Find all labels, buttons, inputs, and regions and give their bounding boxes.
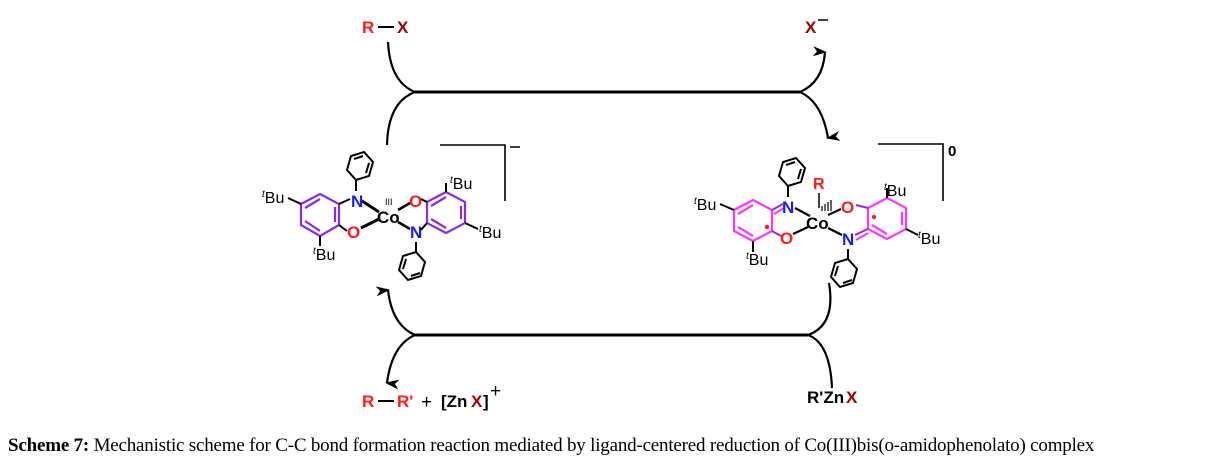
r-label: R: [362, 18, 374, 37]
o-atom: O: [841, 198, 854, 217]
r-label: R: [362, 392, 374, 411]
axial-r-group: R: [813, 176, 825, 193]
top-left-arc-upper: [386, 41, 416, 94]
n-atom: N: [410, 223, 422, 242]
caption-label: Scheme 7:: [8, 435, 90, 456]
x-label: X: [397, 18, 409, 37]
top-right-arc-down: [799, 90, 841, 141]
zn-x: X: [471, 392, 483, 411]
charge-bracket: [440, 144, 506, 201]
n-atom: N: [842, 230, 854, 249]
caption-text: Mechanistic scheme for C-C bond formatio…: [89, 435, 1095, 456]
bottom-left-arc-up: [375, 286, 416, 337]
bottom-arrow: [375, 282, 834, 390]
bottom-right-arc-upper: [807, 282, 832, 337]
reagent-r-x: R X: [362, 18, 409, 37]
tbu-label: tBu: [918, 230, 940, 248]
cobalt-atom: Co: [377, 208, 400, 227]
x-label: X: [846, 388, 858, 407]
o-atom: O: [409, 192, 422, 211]
cobalt-atom: Co: [806, 214, 829, 233]
bottom-right-arc-lower: [807, 333, 834, 389]
charge-bracket: [878, 143, 944, 201]
oxidation-state: III: [385, 197, 393, 207]
x-label: X: [805, 18, 817, 37]
product-r-r-prime: R R' + [Zn X ] +: [362, 381, 501, 413]
n-atom: N: [782, 198, 794, 217]
complex-right-alkyl-co: 0 R N: [694, 143, 956, 289]
o-atom: O: [347, 223, 360, 242]
plus-sign: +: [421, 392, 432, 413]
reagent-x-anion: X: [805, 18, 828, 37]
scheme-caption: Scheme 7: Mechanistic scheme for C-C bon…: [8, 435, 1223, 457]
positive-charge: +: [490, 381, 501, 402]
tbu-label: tBu: [479, 224, 501, 242]
tbu-label: tBu: [262, 189, 284, 207]
zn-close: ]: [483, 392, 489, 411]
zn-open: [Zn: [441, 392, 467, 411]
reagent-organozinc: R'Zn X: [807, 388, 858, 407]
tbu-label: tBu: [746, 251, 768, 269]
tbu-label: tBu: [694, 196, 716, 214]
phenyl-ring-top: [345, 150, 375, 182]
left-semiquinone-ring: [732, 198, 774, 243]
left-aryl-ring: [299, 192, 341, 238]
complex-left-co-iii: N O Co III O N tBu tBu tBu tBu: [262, 144, 520, 282]
mechanistic-scheme: R X X R R' + [Zn X ] + R'Zn X: [262, 18, 956, 413]
phenyl-ring-bottom: [397, 250, 427, 282]
tbu-label: tBu: [313, 246, 335, 264]
phenyl-ring-bottom: [829, 257, 859, 289]
rp-zn-label: R'Zn: [807, 388, 844, 407]
right-aryl-ring: [425, 190, 467, 235]
radical-dot: [871, 214, 877, 220]
radical-dot: [764, 224, 770, 230]
tbu-label: tBu: [884, 182, 906, 200]
top-arrow: [385, 41, 841, 146]
phenyl-ring-top: [777, 156, 807, 188]
bottom-left-arc-down: [385, 333, 416, 390]
tbu-label: tBu: [450, 175, 472, 193]
top-right-arc-up: [799, 46, 827, 94]
r-prime-label: R': [397, 392, 413, 411]
o-atom: O: [780, 229, 793, 248]
top-left-arc-lower: [385, 90, 416, 146]
neutral-charge: 0: [948, 143, 956, 160]
n-atom: N: [351, 192, 363, 211]
